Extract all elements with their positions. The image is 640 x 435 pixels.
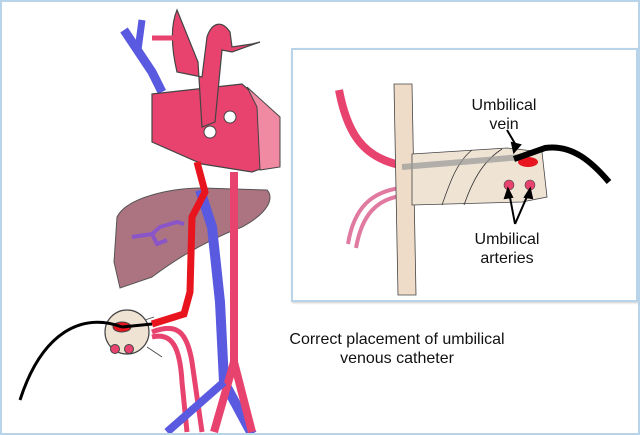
umbilical-vein-label: Umbilical vein [454, 96, 554, 134]
label-arrows [503, 129, 534, 225]
umbilical-vein-vessel [335, 89, 401, 169]
heart [151, 8, 281, 173]
catheter [18, 320, 123, 401]
umbilical-artery-vessels [346, 186, 401, 249]
ductus-venosus-catheter-path [150, 161, 209, 328]
inferior-vena-cava [195, 188, 257, 433]
umbilical-arteries-label: Umbilical arteries [457, 230, 557, 268]
umbilical-arteries [151, 325, 205, 433]
caption-line: Correct placement of umbilical [289, 331, 505, 348]
label-line: vein [489, 116, 519, 133]
descending-aorta [210, 172, 256, 433]
umbilical-stump [104, 309, 163, 358]
label-line: Umbilical [471, 97, 537, 114]
abdominal-wall [393, 83, 417, 296]
label-line: Umbilical [474, 231, 540, 248]
caption-line: venous catheter [340, 350, 454, 367]
iliac-vein [164, 378, 227, 433]
umbilical-artery-opening [503, 179, 515, 191]
caption: Correct placement of umbilical venous ca… [257, 330, 537, 368]
umbilical-vein-opening [518, 157, 538, 167]
catheter [512, 144, 612, 184]
label-line: arteries [480, 250, 534, 267]
catheter-inner [121, 322, 153, 329]
superior-vena-cava [120, 19, 167, 95]
catheter-in-cord [401, 154, 523, 170]
inset-panel [291, 48, 638, 302]
